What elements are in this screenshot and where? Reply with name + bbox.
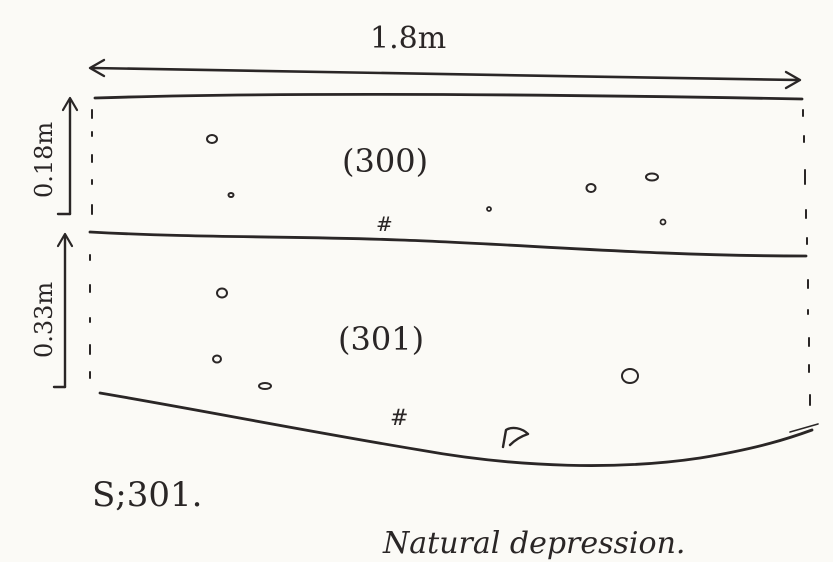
width-label: 1.8m [370,21,446,56]
top-ground-line [93,92,804,101]
width-dimension-arrow [88,58,802,90]
upper-depth-arrow [56,96,79,216]
context-301-label: (301) [338,320,424,358]
drawing-title: Natural depression. [382,526,685,561]
cut-base-tick [789,423,819,433]
upper-depth-label: 0.18m [30,122,58,198]
context-boundary-line [88,230,808,258]
cut-base-line [98,391,814,467]
lower-depth-label: 0.33m [30,282,58,358]
hash-mark-upper: # [376,212,393,236]
inclusions-upper [206,134,667,226]
context-300-label: (300) [342,142,428,180]
inclusions-lower [212,287,639,390]
stone-inclusion [501,426,530,449]
section-label: S;301. [92,475,202,515]
hash-mark-lower: # [390,406,408,431]
right-section-edge [802,109,811,406]
lower-depth-arrow [52,232,74,389]
left-section-edge [89,109,93,379]
